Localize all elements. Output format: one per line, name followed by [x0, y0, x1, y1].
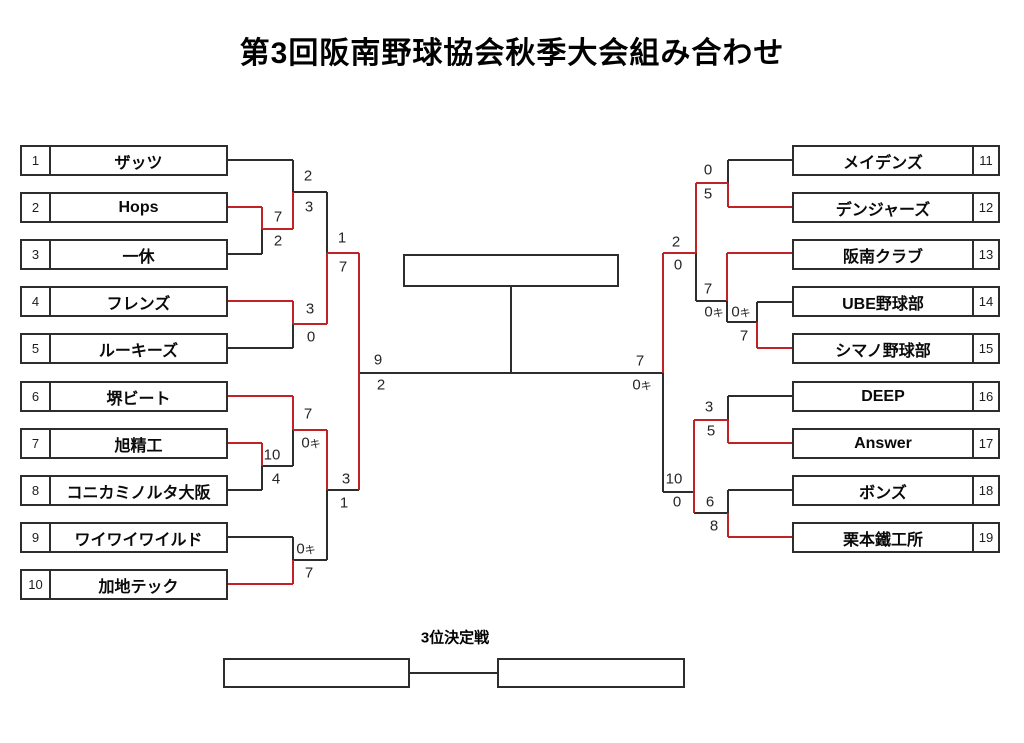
seed-number: 5	[22, 335, 51, 362]
team-name: フレンズ	[106, 295, 171, 313]
team-name: 旭精工	[114, 437, 163, 455]
score-r4-top: 3	[704, 398, 714, 416]
score-m4-bottom: 7	[338, 258, 348, 276]
score-m6-top: 7	[303, 405, 313, 423]
score-semifinal-left-bottom: 2	[376, 376, 386, 394]
score-m6-bottom: 0キ	[301, 434, 321, 452]
team-name: ボンズ	[859, 484, 907, 502]
score-m3-top: 3	[305, 300, 315, 318]
seed-number: 3	[22, 241, 51, 268]
bracket-black-lines	[228, 159, 792, 674]
team-name: メイデンズ	[843, 154, 923, 172]
seed-number: 10	[22, 571, 51, 598]
team-box-17: 17 Answer	[792, 428, 1000, 459]
score-rsf-bottom: 0	[673, 256, 683, 274]
score-m2-top: 2	[303, 167, 313, 185]
team-box-15: 15 シマノ野球部	[792, 333, 1000, 364]
third-place-label: 3位決定戦	[420, 629, 490, 647]
team-name: Hops	[118, 198, 159, 216]
score-r3-bottom: 7	[739, 327, 749, 345]
score-r6-bottom: 0	[672, 493, 682, 511]
score-semifinal-left-top: 9	[373, 351, 383, 369]
team-name: UBE野球部	[842, 295, 924, 313]
score-r2-bottom: 0キ	[704, 303, 724, 321]
score-r5-bottom: 8	[709, 517, 719, 535]
seed-number: 16	[972, 383, 998, 410]
winner-advance-lines	[228, 182, 792, 585]
team-box-12: 12 デンジャーズ	[792, 192, 1000, 223]
seed-number: 14	[972, 288, 998, 315]
team-name: ザッツ	[114, 154, 163, 172]
score-m5-top: 10	[263, 446, 281, 464]
seed-number: 15	[972, 335, 998, 362]
team-box-11: 11 メイデンズ	[792, 145, 1000, 176]
score-m1-bottom: 2	[273, 232, 283, 250]
team-name: ルーキーズ	[98, 342, 179, 360]
score-r1-bottom: 5	[703, 185, 713, 203]
team-box-5: 5 ルーキーズ	[20, 333, 228, 364]
score-r3-top: 0キ	[731, 303, 751, 321]
score-r6-top: 10	[665, 470, 683, 488]
team-box-8: 8 コニカミノルタ大阪	[20, 475, 228, 506]
score-r5-top: 6	[705, 493, 715, 511]
third-place-left-box	[223, 658, 410, 688]
team-box-7: 7 旭精工	[20, 428, 228, 459]
team-box-6: 6 堺ビート	[20, 381, 228, 412]
score-r2-top: 7	[703, 280, 713, 298]
team-name: DEEP	[861, 387, 905, 405]
team-box-10: 10 加地テック	[20, 569, 228, 600]
page-title: 第3回阪南野球協会秋季大会組み合わせ	[239, 37, 785, 70]
seed-number: 13	[972, 241, 998, 268]
score-m7-bottom: 7	[304, 564, 314, 582]
score-m2-bottom: 3	[304, 198, 314, 216]
score-rsf-top: 2	[671, 233, 681, 251]
team-box-18: 18 ボンズ	[792, 475, 1000, 506]
team-box-13: 13 阪南クラブ	[792, 239, 1000, 270]
team-name: 堺ビート	[106, 390, 171, 408]
score-m8-bottom: 1	[339, 494, 349, 512]
team-box-9: 9 ワイワイワイルド	[20, 522, 228, 553]
score-m3-bottom: 0	[306, 328, 316, 346]
score-semifinal-right-top: 7	[635, 352, 645, 370]
score-m8-top: 3	[341, 470, 351, 488]
score-r4-bottom: 5	[706, 422, 716, 440]
team-name: 阪南クラブ	[842, 248, 923, 266]
seed-number: 1	[22, 147, 51, 174]
team-name: デンジャーズ	[835, 201, 931, 219]
seed-number: 12	[972, 194, 998, 221]
final-winner-box	[403, 254, 619, 287]
score-m1-top: 7	[273, 208, 283, 226]
score-semifinal-right-bottom: 0キ	[632, 376, 652, 394]
seed-number: 19	[972, 524, 998, 551]
seed-number: 8	[22, 477, 51, 504]
team-box-16: 16 DEEP	[792, 381, 1000, 412]
team-name: シマノ野球部	[835, 342, 931, 360]
score-m7-top: 0キ	[296, 540, 316, 558]
team-name: 栗本鐵工所	[842, 531, 923, 549]
team-name: ワイワイワイルド	[74, 531, 203, 549]
team-box-1: 1 ザッツ	[20, 145, 228, 176]
seed-number: 9	[22, 524, 51, 551]
team-name: コニカミノルタ大阪	[66, 484, 211, 502]
team-box-4: 4 フレンズ	[20, 286, 228, 317]
seed-number: 17	[972, 430, 998, 457]
third-place-right-box	[497, 658, 685, 688]
seed-number: 11	[972, 147, 998, 174]
score-r1-top: 0	[703, 161, 713, 179]
seed-number: 2	[22, 194, 51, 221]
team-box-2: 2 Hops	[20, 192, 228, 223]
team-box-19: 19 栗本鐵工所	[792, 522, 1000, 553]
score-m5-bottom: 4	[271, 470, 281, 488]
team-box-14: 14 UBE野球部	[792, 286, 1000, 317]
team-name: 加地テック	[98, 578, 179, 596]
seed-number: 6	[22, 383, 51, 410]
seed-number: 18	[972, 477, 998, 504]
team-name: Answer	[854, 434, 912, 452]
seed-number: 4	[22, 288, 51, 315]
seed-number: 7	[22, 430, 51, 457]
team-box-3: 3 一休	[20, 239, 228, 270]
team-name: 一休	[122, 248, 155, 266]
score-m4-top: 1	[337, 229, 347, 247]
